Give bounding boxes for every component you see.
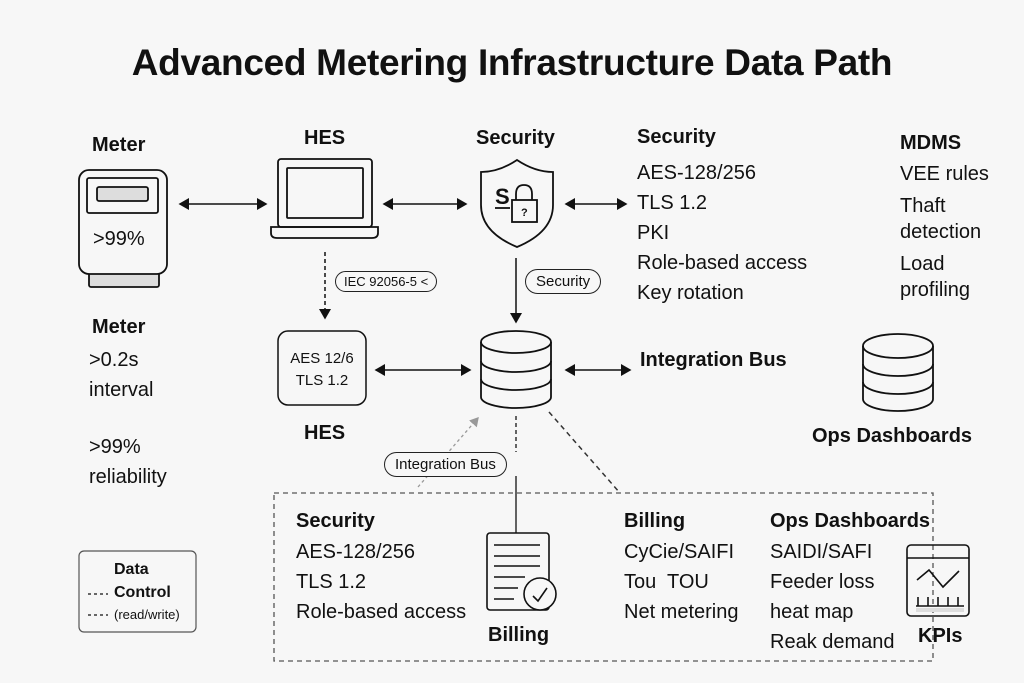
panel-ops-item: SAIDI/SAFI	[770, 541, 873, 563]
mdms-heading: MDMS	[900, 132, 962, 154]
central-database-icon	[480, 330, 552, 409]
diagram-title: Advanced Metering Infrastructure Data Pa…	[131, 42, 893, 83]
hes-box-text: AES 12/6 TLS 1.2	[278, 348, 366, 392]
hes-box-label: HES	[304, 422, 346, 444]
kpi-chart-icon	[906, 544, 970, 617]
panel-ops-item: heat map	[770, 601, 854, 623]
hes-box-line1: AES 12/6	[290, 350, 354, 367]
security-item: Key rotation	[637, 282, 744, 304]
laptop-icon	[270, 158, 379, 239]
security-label: Security	[476, 127, 555, 149]
svg-text:?: ?	[521, 207, 528, 219]
hes-box-line2: TLS 1.2	[295, 372, 349, 389]
meter-stat-reliability: >99% reliability	[89, 436, 167, 488]
legend-entry-control: Control	[114, 584, 171, 601]
meter-stat-interval: >0.2s interval	[89, 349, 154, 401]
meter-stats-heading: Meter	[92, 316, 146, 338]
security-pill: Security	[525, 269, 602, 294]
panel-billing-item: Tou TOU	[624, 571, 709, 593]
panel-ops: Ops Dashboards SAIDI/SAFI Feeder loss he…	[770, 510, 930, 657]
kpis-label: KPIs	[918, 625, 963, 647]
security-list: Security AES-128/256 TLS 1.2 PKI Role-ba…	[637, 126, 807, 308]
mdms-list: MDMS VEE rules Thaft detection Load prof…	[900, 132, 1010, 303]
shield-lock-icon: S ?	[480, 158, 554, 248]
hes-label: HES	[304, 127, 346, 149]
security-item: TLS 1.2	[637, 192, 708, 214]
panel-security: Security AES-128/256 TLS 1.2 Role-based …	[296, 510, 466, 627]
integration-bus-label: Integration Bus	[640, 349, 787, 371]
smart-meter-icon	[78, 169, 168, 288]
legend-entry-readwrite: (read/write)	[114, 607, 180, 622]
iec-protocol-pill: IEC 92056-5 <	[335, 271, 438, 292]
mdms-item: Load profiling	[900, 253, 971, 301]
panel-security-item: TLS 1.2	[296, 571, 367, 593]
hes-box	[277, 330, 367, 406]
billing-icon-label: Billing	[488, 624, 550, 646]
panel-billing: Billing CyCie/SAIFI Tou TOU Net metering	[624, 510, 739, 627]
security-item: Role-based access	[637, 252, 808, 274]
bottom-panel-border	[273, 492, 934, 662]
document-check-icon	[486, 532, 557, 611]
legend-box	[78, 550, 197, 633]
panel-billing-item: CyCie/SAIFI	[624, 541, 735, 563]
svg-text:S: S	[495, 184, 510, 209]
legend-title: Data	[114, 561, 149, 578]
mdms-item: VEE rules	[900, 163, 989, 185]
security-item: AES-128/256	[637, 162, 756, 184]
panel-security-heading: Security	[296, 510, 375, 532]
meter-label: Meter	[92, 134, 146, 156]
mdms-item: Thaft detection	[900, 195, 982, 243]
integration-bus-pill: Integration Bus	[384, 452, 507, 477]
ops-dashboards-label: Ops Dashboards	[812, 425, 973, 447]
panel-ops-item: Feeder loss	[770, 571, 875, 593]
panel-security-item: Role-based access	[296, 601, 467, 623]
panel-billing-heading: Billing	[624, 510, 686, 532]
dashed-db-panel	[548, 411, 621, 494]
security-item: PKI	[637, 222, 670, 244]
security-list-heading: Security	[637, 126, 716, 148]
panel-ops-heading: Ops Dashboards	[770, 510, 931, 532]
panel-ops-item: Reak demand	[770, 631, 895, 653]
panel-security-item: AES-128/256	[296, 541, 415, 563]
ops-database-icon	[862, 333, 934, 412]
panel-billing-item: Net metering	[624, 601, 739, 623]
meter-reading: >99%	[93, 228, 145, 250]
